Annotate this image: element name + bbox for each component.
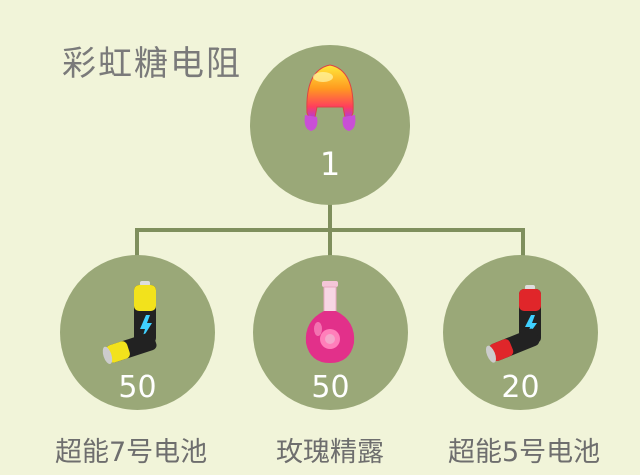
ingredient-quantity-1: 50: [118, 370, 157, 405]
connector-left: [135, 228, 139, 258]
ingredient-label-2: 玫瑰精露: [276, 437, 384, 468]
connector-right: [521, 228, 525, 258]
ingredient-quantity-3: 20: [501, 370, 540, 405]
rose-potion-icon: [300, 277, 360, 367]
red-battery-icon: [481, 283, 565, 367]
connector-middle: [328, 228, 332, 258]
ingredient-node-2[interactable]: 50: [253, 255, 408, 410]
yellow-battery-icon: [100, 277, 180, 367]
recipe-title: 彩虹糖电阻: [62, 44, 242, 84]
result-node[interactable]: 1: [250, 45, 410, 205]
ingredient-node-1[interactable]: 50: [60, 255, 215, 410]
rainbow-candy-resistor-icon: [295, 55, 365, 140]
ingredient-label-3: 超能5号电池: [448, 437, 601, 468]
connector-vertical-top: [328, 200, 332, 230]
result-quantity: 1: [319, 145, 341, 183]
ingredient-label-1: 超能7号电池: [55, 437, 208, 468]
ingredient-node-3[interactable]: 20: [443, 255, 598, 410]
ingredient-quantity-2: 50: [311, 370, 350, 405]
